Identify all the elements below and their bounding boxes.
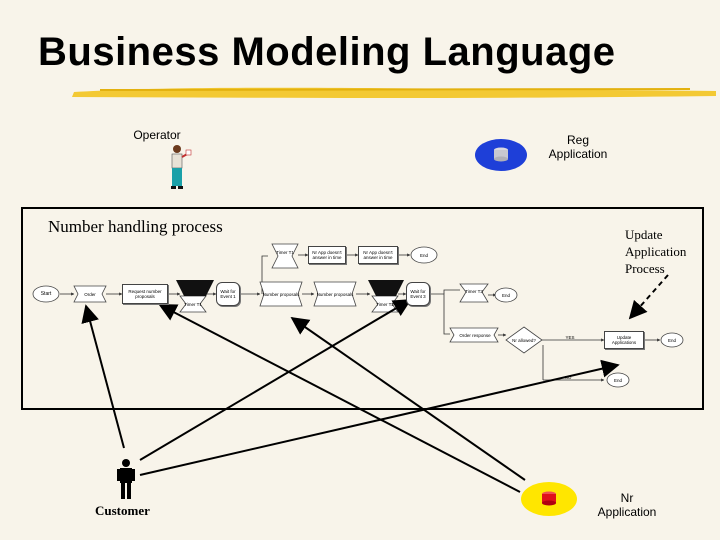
flow-connectors [60, 253, 661, 382]
nr-application-database-icon [521, 482, 577, 516]
process-label: Number handling process [48, 217, 223, 236]
update-dashed-arrow [628, 274, 669, 320]
end-yes-node: End [667, 337, 676, 343]
timer-t1-node: Timer T1 [184, 301, 202, 307]
no-answer-node-a: Nr App doesn't answer in time [308, 246, 346, 264]
order-response-node: Order response [459, 332, 491, 338]
timer-t1-top-node: Timer T1 [276, 249, 294, 255]
update-applications-node: Update Applications [604, 331, 644, 349]
wait-event1-node: Wait for Event 1 [216, 282, 240, 306]
process-boundary [21, 207, 704, 410]
number-proposals-node-a: Number proposals [262, 291, 300, 297]
update-process-label: Update Application Process [625, 227, 687, 276]
actor-arrows [81, 299, 620, 493]
wait-event3-node: Wait for Event 3 [406, 282, 430, 306]
reg-application-database-icon [475, 139, 527, 171]
end-mid-node: End [501, 292, 510, 298]
no-branch-label: NO [564, 374, 572, 380]
number-proposals-node-b: Number proposals [316, 291, 354, 297]
nr-application-label: Nr Application [597, 491, 657, 519]
order-node: Order [84, 291, 96, 297]
operator-label: Operator [133, 128, 181, 142]
reg-application-label: Reg Application [548, 133, 608, 161]
customer-label: Customer [95, 503, 150, 518]
customer-figure-icon [117, 459, 135, 499]
end-top-node: End [419, 252, 428, 258]
operator-figure-icon [171, 145, 192, 189]
end-no-node: End [613, 377, 622, 383]
no-answer-node-b: Nr App doesn't answer in time [358, 246, 398, 264]
slide-title: Business Modeling Language [38, 30, 616, 74]
timer-t2-node: Timer T2 [376, 301, 394, 307]
start-node: Start [40, 290, 52, 297]
timer-t3-node: Timer T3 [465, 288, 483, 294]
yes-branch-label: YES [565, 334, 575, 340]
request-proposals-node: Request number proposals [122, 284, 168, 304]
nr-allowed-decision: Nr allowed? [512, 337, 536, 343]
title-highlight-stroke [72, 87, 716, 98]
